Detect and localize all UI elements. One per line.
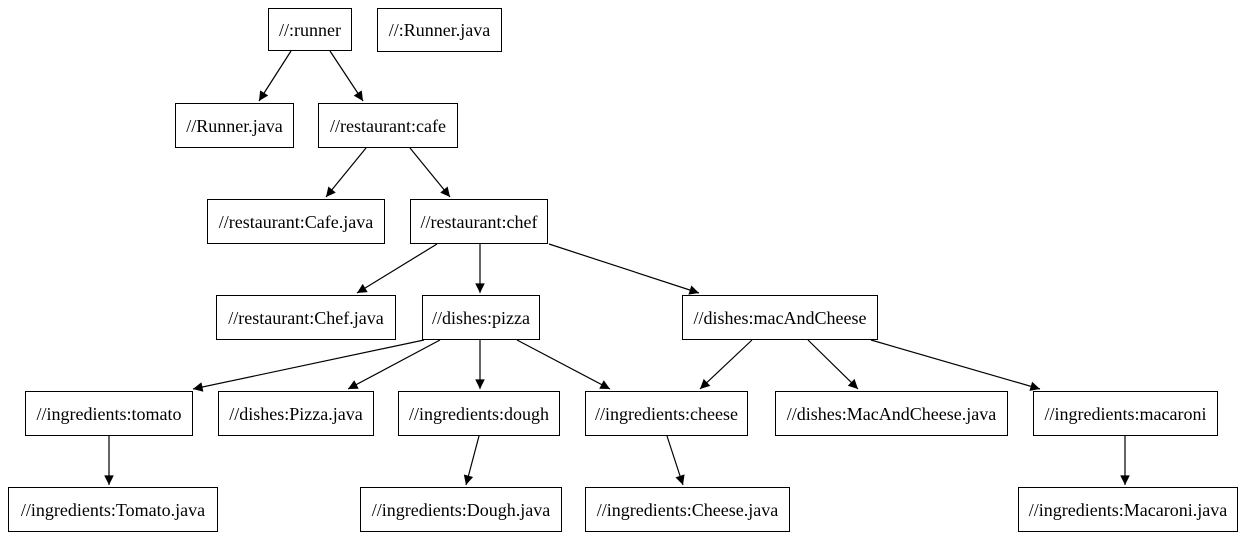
edge-pizza-to-cheese: [516, 339, 611, 390]
node-cafe: //restaurant:cafe: [318, 103, 458, 148]
node-pizza: //dishes:pizza: [422, 295, 540, 340]
node-runner: //:runner: [268, 8, 352, 51]
node-mac-and-cheese-java: //dishes:MacAndCheese.java: [775, 391, 1008, 436]
edge-runner-to-cafe: [329, 50, 364, 102]
node-tomato: //ingredients:tomato: [25, 391, 193, 436]
node-mac-and-cheese: //dishes:macAndCheese: [682, 295, 878, 340]
node-cheese: //ingredients:cheese: [585, 391, 748, 436]
edge-pizza-to-tomato: [192, 339, 425, 392]
node-runner-java: //Runner.java: [175, 103, 294, 148]
node-dough: //ingredients:dough: [398, 391, 560, 436]
node-cheese-java: //ingredients:Cheese.java: [585, 487, 790, 532]
edge-pizza-to-pizza-java: [347, 339, 441, 390]
edge-runner-to-runner-java: [258, 50, 292, 102]
node-pizza-java: //dishes:Pizza.java: [218, 391, 374, 436]
edge-chef-to-chef-java: [356, 243, 438, 294]
node-cafe-java: //restaurant:Cafe.java: [207, 199, 385, 244]
edge-chef-to-mac-and-cheese: [548, 243, 700, 295]
node-chef: //restaurant:chef: [410, 199, 548, 244]
node-chef-java: //restaurant:Chef.java: [216, 295, 396, 340]
edge-cheese-to-cheese-java: [666, 435, 685, 486]
edge-cafe-to-cafe-java: [325, 147, 367, 198]
edge-mac-and-cheese-to-mac-and-cheese-java: [807, 339, 859, 390]
node-tomato-java: //ingredients:Tomato.java: [8, 487, 218, 532]
node-dough-java: //ingredients:Dough.java: [360, 487, 562, 532]
node-runner-java-root: //:Runner.java: [377, 8, 502, 52]
node-macaroni-java: //ingredients:Macaroni.java: [1018, 487, 1238, 532]
edge-mac-and-cheese-to-cheese: [699, 339, 753, 390]
node-macaroni: //ingredients:macaroni: [1033, 391, 1218, 436]
edge-mac-and-cheese-to-macaroni: [870, 339, 1041, 391]
edge-dough-to-dough-java: [463, 435, 480, 486]
edge-group: [104, 50, 1130, 486]
edge-cafe-to-chef: [409, 147, 451, 198]
